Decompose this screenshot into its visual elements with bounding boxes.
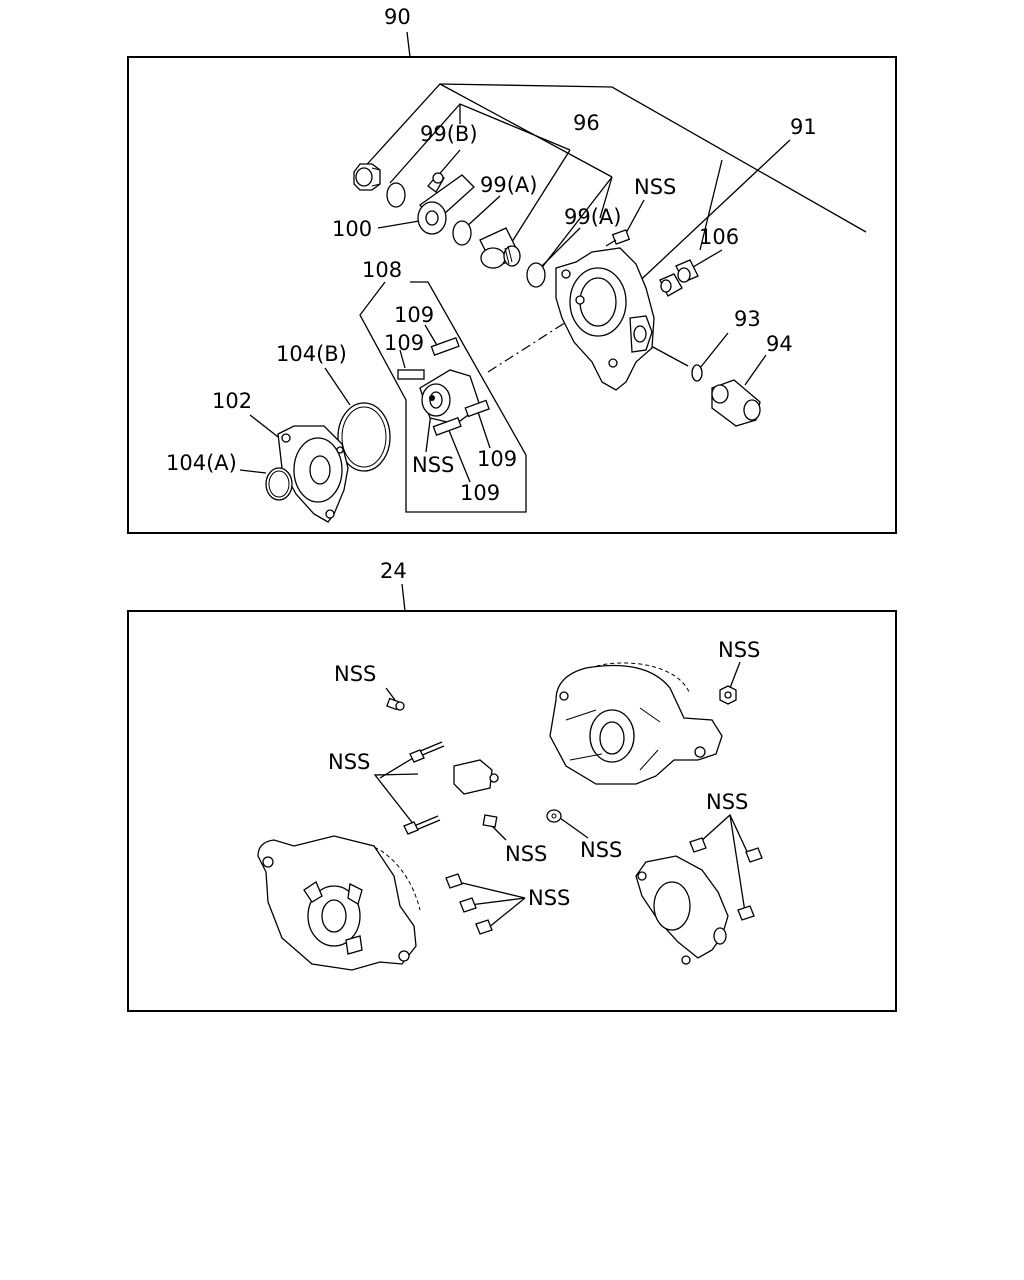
part-screw-center [482,814,498,828]
part-nut-right [719,685,737,705]
top-panel: 90 [127,5,897,534]
part-screws-cluster-right [689,837,763,921]
part-small-bolt-nss [605,229,631,247]
label-104a: 104(A) [166,451,237,475]
bottom-panel: 24 [127,559,897,1012]
label-nss-top: NSS [334,662,376,686]
part-banjo-fitting-100 [417,172,475,235]
label-108: 108 [362,258,402,282]
group-label-90: 90 [384,5,411,29]
part-o-ring-99b [386,182,406,208]
part-rear-housing [549,662,723,785]
part-o-ring-104a [265,467,293,501]
part-cover-plate-102 [277,425,349,523]
label-109-right: 109 [477,447,517,471]
part-terminal-block [453,759,499,795]
label-93: 93 [734,307,761,331]
label-109-left: 109 [384,331,424,355]
bottom-panel-frame [127,610,897,1012]
label-106: 106 [699,225,739,249]
label-94: 94 [766,332,793,356]
label-99a-upper: 99(A) [480,173,537,197]
label-nss-right-cluster: NSS [706,790,748,814]
label-104b: 104(B) [276,342,347,366]
top-leader-lines [239,83,867,513]
label-99a-lower: 99(A) [564,205,621,229]
part-screws-cluster-left [445,873,493,935]
part-bolt-106 [659,259,699,297]
part-rear-bracket [635,855,729,965]
part-vanes-109 [397,336,490,436]
label-96: 96 [573,111,600,135]
label-91: 91 [790,115,817,139]
part-long-bolt-lower [403,815,441,835]
group-label-24: 24 [380,559,407,583]
label-100: 100 [332,217,372,241]
label-102: 102 [212,389,252,413]
label-nss-right: NSS [718,638,760,662]
part-connector-94 [711,379,761,427]
label-nss-screw-center: NSS [505,842,547,866]
part-o-ring-99a-upper [452,220,472,246]
part-pump-housing-91 [555,247,655,391]
part-o-ring-99a-lower [526,262,546,288]
part-long-bolt-upper [409,741,445,763]
part-nut [353,163,381,191]
part-o-ring-104b [337,402,391,472]
part-front-housing [257,835,421,971]
bottom-leader-lines [373,661,751,929]
label-109-top: 109 [394,303,434,327]
label-109-bottom: 109 [460,481,500,505]
label-nss-washer: NSS [580,838,622,862]
label-99b: 99(B) [420,122,478,146]
part-washer-93 [691,364,703,382]
label-nss-upper: NSS [634,175,676,199]
part-union-bolt-96 [479,227,521,269]
label-nss-bolts: NSS [328,750,370,774]
part-small-screw-top [386,697,405,711]
top-panel-frame [127,56,897,534]
label-nss-left-cluster: NSS [528,886,570,910]
label-nss-rotor: NSS [412,453,454,477]
part-washer-center [546,809,562,823]
